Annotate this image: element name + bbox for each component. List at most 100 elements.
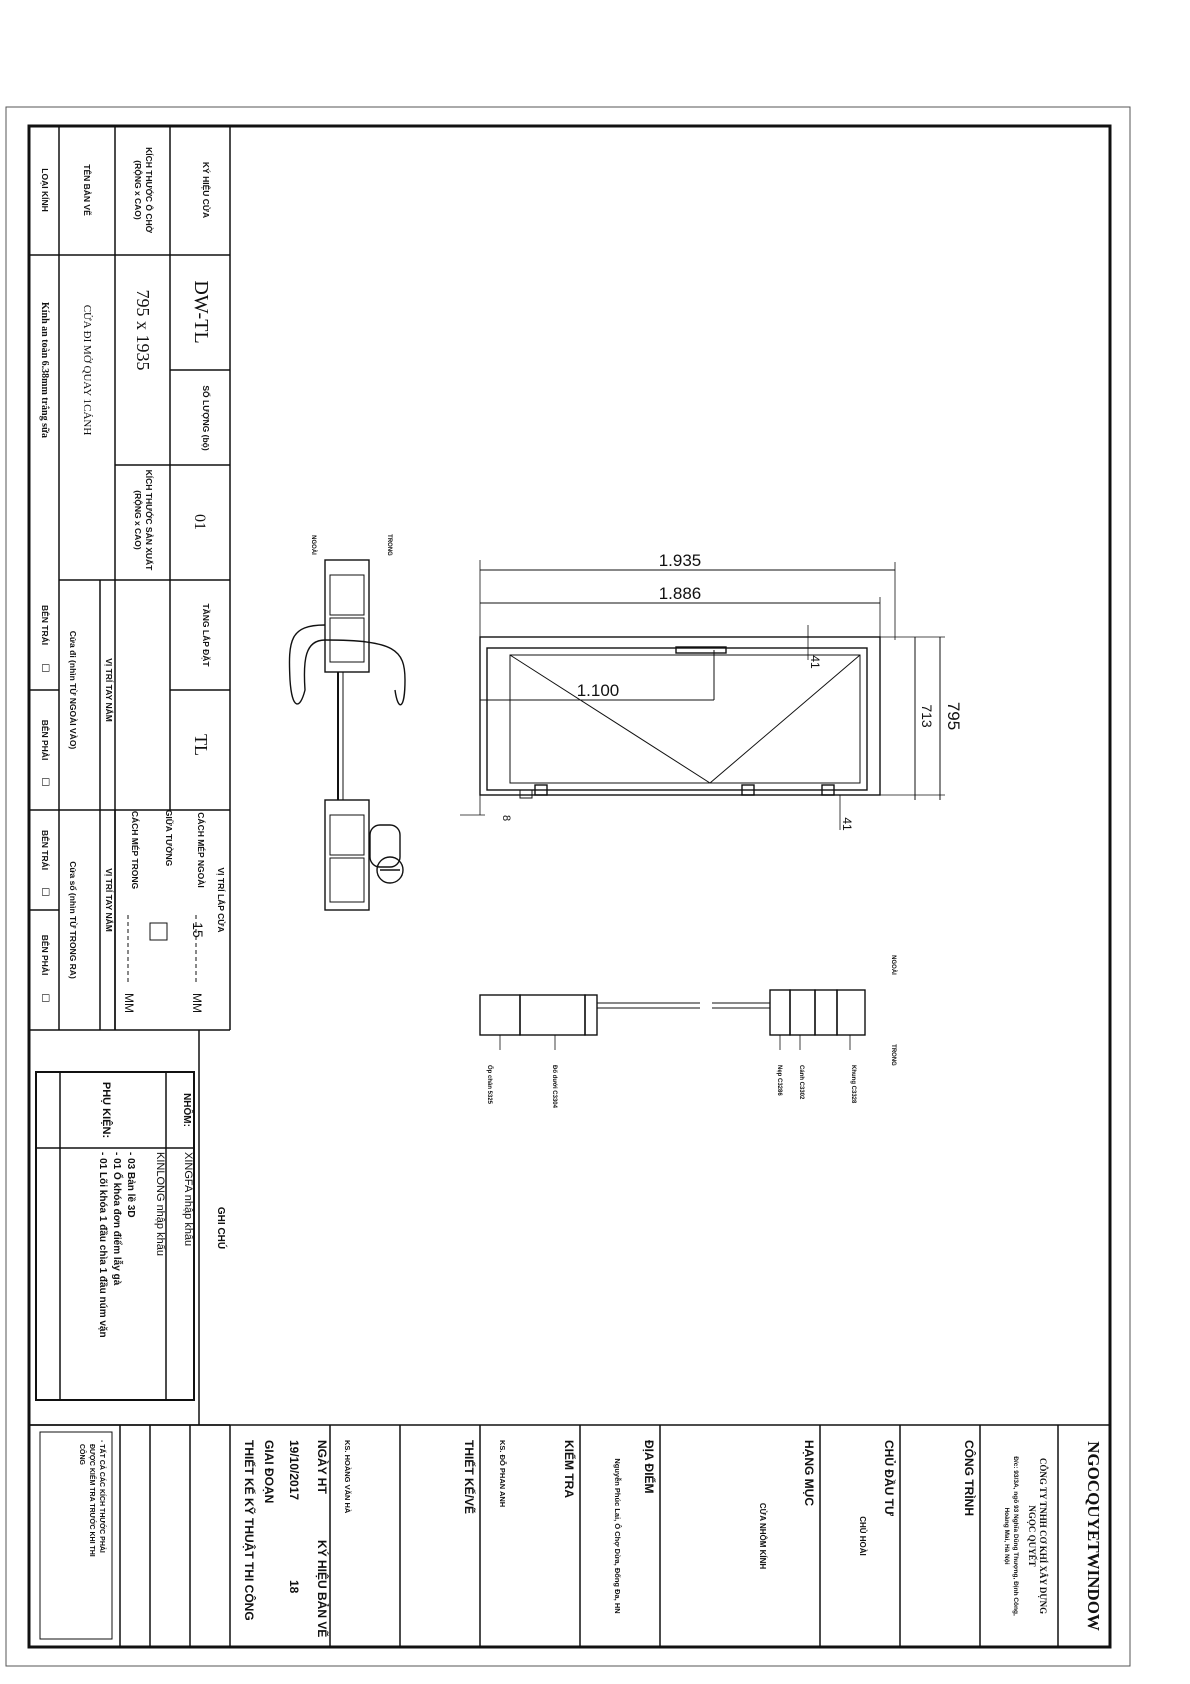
door-schedule-text: KÝ HIỆU CỬA KÍCH THƯỚC Ô CHỜ (RỘNG x CAO…: [39, 147, 227, 1013]
design-label: THIẾT KẾ/VẼ: [462, 1440, 477, 1514]
design-name: KS. HOÀNG VĂN HÀ: [343, 1440, 352, 1514]
notes-title: GHI CHÚ: [215, 1207, 228, 1249]
window-in-note: Cửa sổ (nhìn TỪ TRONG RA): [68, 861, 79, 979]
inside-label: TRONG: [386, 534, 392, 556]
inside-label-2: TRONG: [890, 1044, 896, 1066]
label-handle-position-door: VỊ TRÍ TAY NẮM: [104, 658, 114, 722]
value-outside-offset: 15: [190, 922, 206, 938]
outside-label: NGOÀI: [310, 535, 317, 555]
wall-middle-box: [149, 922, 168, 941]
door-right-box: ☐: [39, 778, 50, 787]
label-production-size: KÍCH THƯỚC SẢN XUẤT: [144, 470, 155, 572]
general-note-2: ĐƯỢC KIỂM TRA TRƯỚC KHI THI: [88, 1444, 97, 1557]
door-elevation: [460, 560, 945, 830]
profile-sill: Ốp chân 5325: [486, 1065, 493, 1105]
inner-border: [27, 124, 1112, 1649]
label-floor: TẦNG LẮP ĐẶT: [201, 603, 211, 667]
accessory-3: - 01 Lõi khóa 1 đầu chìa 1 đầu núm vặn: [97, 1152, 109, 1338]
hinge-2: [741, 784, 755, 796]
door-elevation-dims: 1.935 1.886 1.100 795 713 41 41 8: [500, 551, 963, 831]
dim-41-bottom: 41: [840, 817, 854, 831]
aluminum-1: XINGFA nhập khẩu: [182, 1152, 194, 1246]
unit-mm-outside: MM: [190, 993, 204, 1013]
value-glass-type: Kính an toàn 6.38mm trắng sữa: [39, 302, 50, 438]
dim-total-width: 795: [944, 702, 963, 730]
stage-label: GIAI ĐOẠN: [262, 1440, 276, 1503]
company-address-2: Hoàng Mai, Hà Nội: [1003, 1507, 1010, 1564]
handle: [675, 646, 727, 654]
label-inside-offset: CÁCH MÉP TRONG: [130, 811, 140, 890]
handle-lever: [288, 624, 326, 705]
value-drawing-name: CỬA ĐI MỞ QUAY 1CÁNH: [81, 305, 93, 436]
location-label: ĐỊA ĐIỂM: [642, 1440, 657, 1494]
window-left-box: ☐: [39, 888, 50, 897]
door-left-box: ☐: [39, 664, 50, 673]
date-value: 19/10/2017: [287, 1440, 301, 1500]
drawing-no-value: 18: [287, 1580, 301, 1594]
label-opening-size: KÍCH THƯỚC Ô CHỜ: [144, 147, 155, 234]
unit-mm-inside: MM: [122, 993, 136, 1013]
accessory-2: - 01 Ổ khóa đơn điểm lẫy gà: [111, 1152, 124, 1286]
horizontal-section-labels: Ốp chân 5325 Đố dưới C3304 Nẹp C3286 Cán…: [486, 955, 897, 1108]
label-production-size-unit: (RỘNG x CAO): [133, 490, 144, 550]
value-floor: TL: [191, 734, 211, 756]
stage-value: THIẾT KẾ KỸ THUẬT THI CÔNG: [242, 1440, 257, 1621]
drawing-no-label: KÝ HIỆU BẢN VẼ: [315, 1540, 330, 1637]
company-address: Đ/c: 93/3A, ngõ 93 Nghĩa Dũng Thượng, Đị…: [1012, 1456, 1019, 1616]
label-drawing-name: TÊN BẢN VẼ: [82, 164, 93, 216]
check-label: KIỂM TRA: [562, 1440, 577, 1498]
accessory-1: - 03 Bản lề 3D: [125, 1152, 137, 1218]
investor-label: CHỦ ĐẦU TƯ: [882, 1440, 897, 1516]
notes-text: GHI CHÚ NHÔM: XINGFA nhập khẩu KINLONG n…: [97, 1082, 228, 1338]
outside-label-2: NGOÀI: [890, 955, 897, 975]
window-left: BÊN TRÁI: [40, 830, 51, 870]
date-label: NGÀY HT: [315, 1440, 330, 1494]
label-wall-middle: GIỮA TƯỜNG: [164, 810, 175, 867]
notes-table: [29, 1030, 230, 1426]
profile-sash: Cánh C3302: [798, 1065, 804, 1100]
label-opening-size-unit: (RỘNG x CAO): [133, 160, 144, 220]
location-value: Nguyễn Phúc Lai, Ô Chợ Dừa, Đống Đa, HN: [613, 1458, 622, 1613]
door-left: BÊN TRÁI: [40, 605, 51, 645]
aluminum-2: KINLONG nhập khẩu: [154, 1152, 166, 1256]
dim-total-height: 1.935: [659, 551, 702, 570]
check-name: KS. ĐỖ PHAN ANH: [498, 1440, 507, 1507]
value-door-code: DW-TL: [190, 280, 212, 343]
title-block-text: NGOCQUYETWINDOW CÔNG TY TNHH CƠ KHÍ XÂY …: [78, 1440, 1103, 1637]
accessories-label: PHỤ KIỆN:: [100, 1082, 113, 1138]
item-label: HẠNG MỤC: [802, 1440, 816, 1506]
dim-41-top: 41: [808, 655, 822, 669]
general-note: - TẤT CẢ CÁC KÍCH THƯỚC PHẢI: [98, 1440, 108, 1553]
hinge-3: [821, 784, 835, 796]
label-install-position: VỊ TRÍ LẮP CỬA: [216, 868, 227, 933]
window-right-box: ☐: [39, 994, 50, 1003]
title-block: [29, 1424, 1110, 1647]
vertical-section: [288, 559, 406, 911]
hinge-1: [534, 784, 548, 796]
label-handle-position-window: VỊ TRÍ TAY NẮM: [104, 868, 114, 932]
profile-frame: Khung C3328: [850, 1065, 856, 1104]
dim-handle-height: 1.100: [577, 681, 620, 700]
project-label: CÔNG TRÌNH: [962, 1440, 977, 1516]
outer-border: [5, 106, 1131, 1667]
door-schedule-table: [29, 126, 231, 1031]
company-name: CÔNG TY TNHH CƠ KHÍ XÂY DỰNG: [1038, 1458, 1048, 1614]
label-quantity: SỐ LƯỢNG (bộ): [201, 385, 212, 450]
label-outside-offset: CÁCH MÉP NGOÀI: [196, 812, 206, 887]
opening-swing-lines: [509, 654, 861, 784]
window-right: BÊN PHẢI: [40, 935, 51, 976]
brand-name: NGOCQUYETWINDOW: [1084, 1441, 1103, 1631]
company-name-2: NGỌC QUYẾT: [1027, 1505, 1037, 1566]
profile-bottom: Đố dưới C3304: [551, 1065, 558, 1109]
value-quantity: 01: [191, 514, 208, 530]
dim-sash-width: 713: [919, 704, 935, 728]
horizontal-section: [479, 989, 866, 1050]
investor-value: CHỦ HOÀI: [858, 1516, 867, 1556]
door-sash: [486, 647, 868, 791]
item-value: CỬA NHÔM KÍNH: [758, 1503, 767, 1570]
door-right: BÊN PHẢI: [40, 720, 51, 761]
aluminum-label: NHÔM:: [181, 1093, 194, 1127]
lock-knob: [376, 856, 404, 884]
label-glass-type: LOẠI KÍNH: [40, 168, 50, 211]
